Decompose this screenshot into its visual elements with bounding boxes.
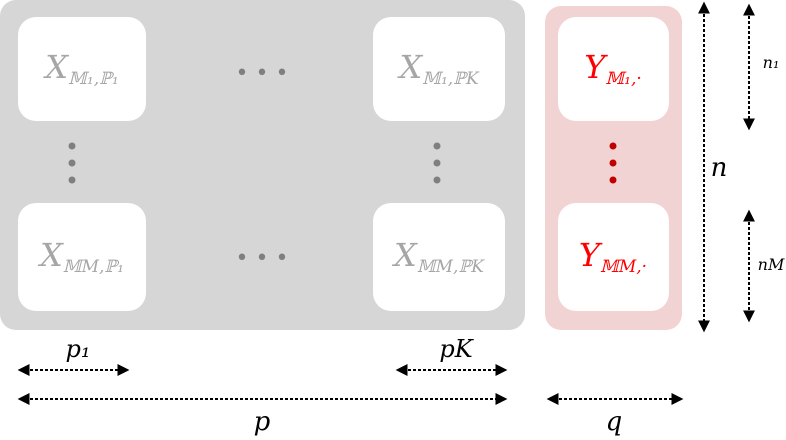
vdots-right <box>433 142 441 184</box>
label-x-bottom-right: X𝕄M,ℙK <box>391 236 485 277</box>
block-x-bottom-left <box>18 203 146 311</box>
label-n1: n₁ <box>763 53 780 72</box>
label-p1: p₁ <box>66 335 91 363</box>
block-y-bottom <box>558 203 669 311</box>
vdots-left <box>68 142 76 184</box>
label-x-top-right: X𝕄₁,ℙK <box>396 48 480 89</box>
label-n: n <box>711 153 728 183</box>
label-y-bottom: Y𝕄M,· <box>579 236 647 277</box>
ellipsis-bottom: • • • <box>236 246 289 271</box>
block-x-top-left <box>18 17 146 121</box>
label-q: q <box>606 407 623 437</box>
label-nM: nM <box>758 255 785 274</box>
label-x-top-left: X𝕄₁,ℙ₁ <box>42 48 118 89</box>
label-p: p <box>254 407 271 437</box>
label-pK: pK <box>439 335 474 363</box>
label-y-top: Y𝕄₁,· <box>584 48 642 89</box>
block-x-bottom-right <box>373 203 505 311</box>
block-x-top-right <box>373 17 505 121</box>
vdots-y <box>609 142 617 184</box>
ellipsis-top: • • • <box>236 61 289 86</box>
label-x-bottom-left: X𝕄M,ℙ₁ <box>37 236 124 277</box>
block-y-top <box>558 17 669 121</box>
